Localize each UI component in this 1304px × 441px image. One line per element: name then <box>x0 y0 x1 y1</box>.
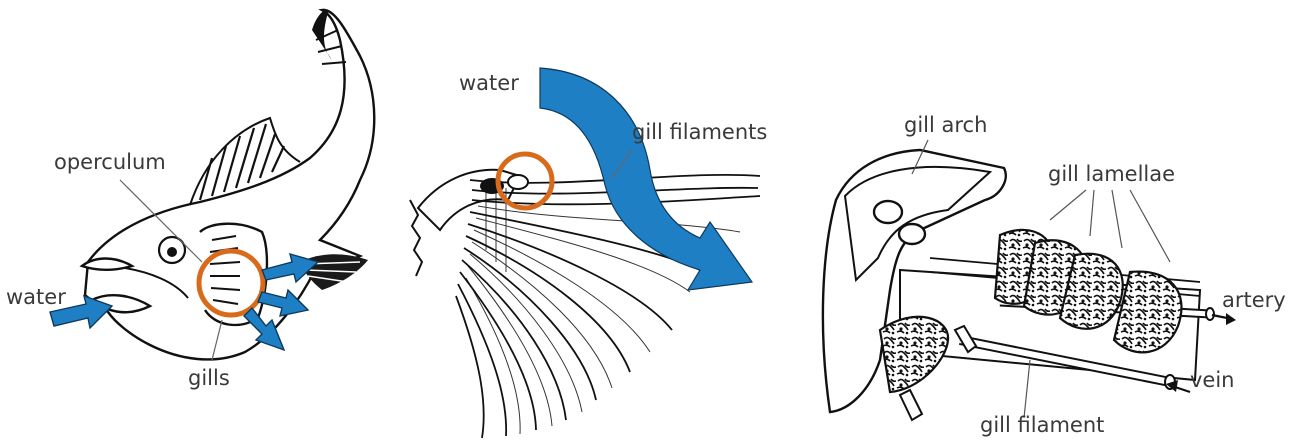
label-water-filaments: water <box>459 73 519 94</box>
label-gill-arch: gill arch <box>904 115 987 136</box>
label-water-inflow: water <box>6 287 66 308</box>
label-gills: gills <box>188 368 230 389</box>
label-gill-filaments: gill filaments <box>632 122 767 143</box>
gill-filaments-bundle <box>456 175 760 438</box>
label-operculum: operculum <box>54 152 166 173</box>
label-artery: artery <box>1222 290 1286 311</box>
filaments-water-arrow <box>540 68 752 290</box>
fish-panel <box>50 9 374 360</box>
label-gill-lamellae: gill lamellae <box>1048 164 1175 185</box>
label-gill-filament: gill filament <box>980 415 1104 436</box>
label-vein: vein <box>1190 370 1235 391</box>
